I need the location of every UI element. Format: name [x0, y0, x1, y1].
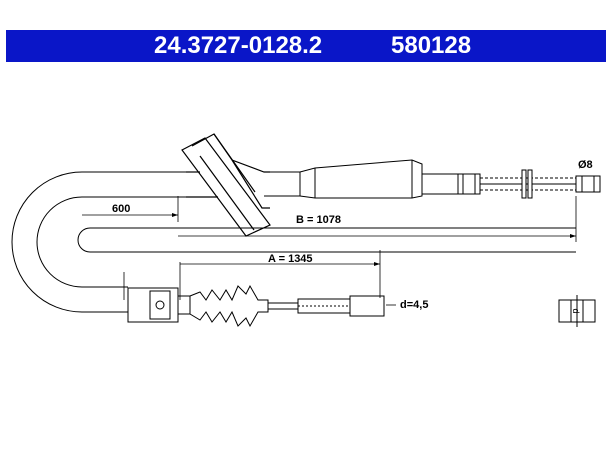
- end-fitting: [349, 295, 385, 317]
- length-a-label: A = 1345: [268, 253, 313, 265]
- reference-code: 580128: [391, 32, 472, 59]
- d-legend-icon: [558, 295, 596, 327]
- rubber-grommet: [181, 133, 271, 237]
- d-legend-letter: d: [571, 308, 581, 313]
- nut-hole: [155, 300, 165, 310]
- diameter-label: Ø8: [578, 159, 593, 171]
- lower-boot: [189, 284, 269, 328]
- inner-wire-loop: [77, 227, 576, 253]
- bend-length-label: 600: [112, 203, 130, 215]
- length-b-label: B = 1078: [296, 214, 341, 226]
- end-nipple: [575, 175, 601, 193]
- upper-cable: [422, 173, 459, 195]
- wire-clip: [521, 169, 533, 199]
- cable-body: [264, 171, 301, 197]
- cable-outer-sheath: [11, 171, 178, 313]
- end-sleeve: [457, 173, 481, 195]
- ferrule-housing: [299, 159, 423, 199]
- lower-ferrule: [127, 287, 179, 323]
- d-value-label: d=4,5: [400, 299, 428, 311]
- title-bar: 24.3727-0128.2 580128: [6, 30, 606, 62]
- part-number: 24.3727-0128.2: [154, 32, 323, 59]
- cable-inner-sheath: [36, 196, 178, 288]
